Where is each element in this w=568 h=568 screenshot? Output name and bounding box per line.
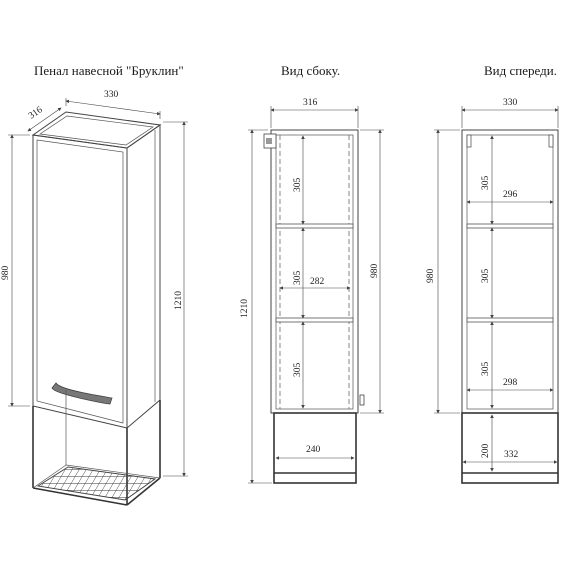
front-shelf (466, 317, 554, 323)
side-view: 305 305 305 282 316 1210 980 240 (240, 98, 384, 484)
front-view: 305 305 305 296 298 330 980 200 332 (426, 98, 559, 484)
front-shelf1-label: 305 (481, 176, 491, 191)
iso-total-h-label: 1210 (174, 291, 184, 310)
front-view-title: Вид спереди. (484, 63, 557, 78)
front-bottom-frame (461, 412, 559, 484)
side-cabinet (270, 129, 359, 414)
iso-bottom-frame (32, 390, 161, 506)
side-width-label: 316 (303, 98, 318, 108)
front-shelf3-label: 305 (481, 362, 491, 377)
front-bottom-h-label: 200 (481, 444, 491, 459)
side-shelf3-label: 305 (293, 363, 303, 378)
side-shelf (275, 317, 354, 323)
iso-width-label: 330 (104, 90, 119, 100)
side-handle (359, 394, 365, 406)
front-cabinet (461, 129, 559, 414)
side-bottom-w-label: 240 (306, 445, 321, 455)
front-hinge (466, 134, 472, 148)
front-cab-h-label: 980 (426, 269, 436, 284)
front-bottom-w-label: 332 (504, 450, 519, 460)
front-shelf2-label: 305 (481, 269, 491, 284)
side-bottom-frame (273, 412, 357, 484)
front-shelf (466, 223, 554, 229)
iso-view-title: Пенал навесной "Бруклин" (34, 63, 184, 78)
front-width-label: 330 (503, 98, 518, 108)
side-total-h-label: 1210 (240, 299, 250, 318)
iso-handle (51, 382, 113, 405)
front-hinge (548, 134, 554, 148)
iso-door (32, 134, 128, 429)
side-inner-w-label: 282 (310, 277, 325, 287)
side-shelf1-label: 305 (293, 178, 303, 193)
side-shelf (275, 223, 354, 229)
iso-depth-label: 316 (27, 105, 45, 122)
side-cab-h-label: 980 (370, 264, 380, 279)
iso-door-h-label: 980 (1, 266, 11, 281)
iso-view: 330 316 980 1210 (1, 90, 188, 506)
side-shelf2-label: 305 (293, 271, 303, 286)
front-inner-w2-label: 298 (503, 378, 518, 388)
front-inner-w1-label: 296 (503, 190, 518, 200)
iso-top-face (31, 111, 162, 149)
side-view-title: Вид сбоку. (281, 63, 341, 78)
iso-mesh-shelf (36, 466, 157, 501)
